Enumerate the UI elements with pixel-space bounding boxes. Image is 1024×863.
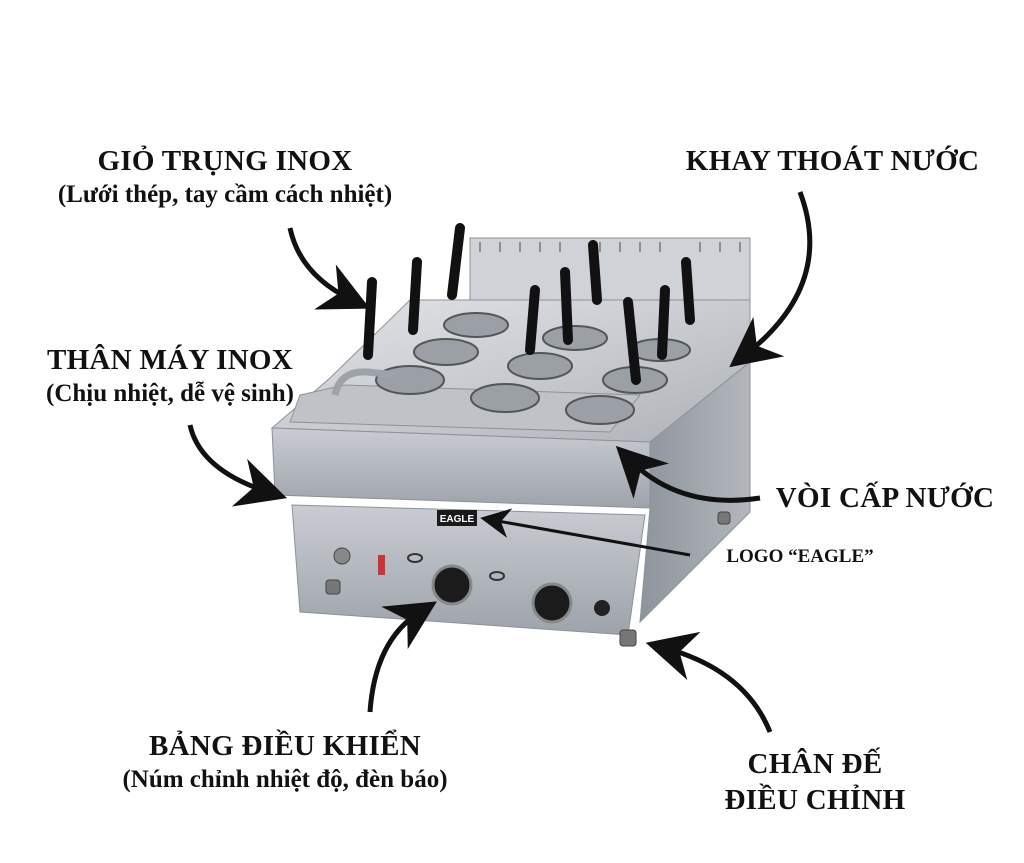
arrow-logo	[480, 508, 691, 557]
label-body-subtitle: (Chịu nhiệt, dễ vệ sinh)	[46, 380, 294, 408]
valve-knob	[333, 547, 351, 565]
temperature-knob-left	[431, 564, 473, 606]
upper-body-front	[271, 427, 651, 509]
label-control-panel-subtitle: (Núm chỉnh nhiệt độ, đèn báo)	[122, 766, 448, 794]
arrow-water-tap	[615, 445, 761, 503]
label-feet: CHÂN ĐẾ ĐIỀU CHỈNH	[700, 746, 930, 819]
backsplash-vents	[479, 242, 741, 252]
label-control-panel: BẢNG ĐIỀU KHIỂN (Núm chỉnh nhiệt độ, đèn…	[50, 728, 520, 796]
label-body-title: THÂN MÁY INOX	[46, 344, 294, 376]
label-water-tap: VÒI CẤP NƯỚC	[775, 482, 995, 514]
arrow-body	[187, 424, 288, 507]
label-logo: LOGO “EAGLE”	[726, 546, 874, 567]
water-valve	[378, 555, 385, 575]
arrow-control-panel	[367, 601, 437, 713]
brand-plate	[437, 510, 477, 526]
adjustable-feet	[325, 511, 731, 647]
sight-icon	[407, 553, 423, 563]
label-basket-subtitle: (Lưới thép, tay cầm cách nhiệt)	[57, 181, 393, 209]
indicator-light	[594, 600, 610, 616]
brand-plate-text: EAGLE	[440, 514, 475, 525]
arrow-basket	[287, 227, 371, 310]
label-drain-tray: KHAY THOÁT NƯỚC	[685, 145, 980, 177]
callout-arrows	[187, 191, 813, 733]
label-feet-line2: ĐIỀU CHỈNH	[724, 784, 906, 817]
arrow-drain-tray	[729, 191, 813, 368]
basket-handles	[363, 223, 695, 385]
water-tap	[331, 368, 396, 396]
label-basket-title: GIỎ TRỤNG INOX	[97, 145, 353, 177]
label-feet-line1: CHÂN ĐẾ	[747, 748, 883, 780]
label-control-panel-title: BẢNG ĐIỀU KHIỂN	[149, 730, 421, 762]
label-basket: GIỎ TRỤNG INOX (Lưới thép, tay cầm cách …	[0, 143, 450, 211]
arrow-feet	[645, 631, 773, 733]
label-body: THÂN MÁY INOX (Chịu nhiệt, dễ vệ sinh)	[0, 342, 340, 410]
temperature-knob-right	[531, 582, 573, 624]
sight-icon	[489, 571, 505, 581]
